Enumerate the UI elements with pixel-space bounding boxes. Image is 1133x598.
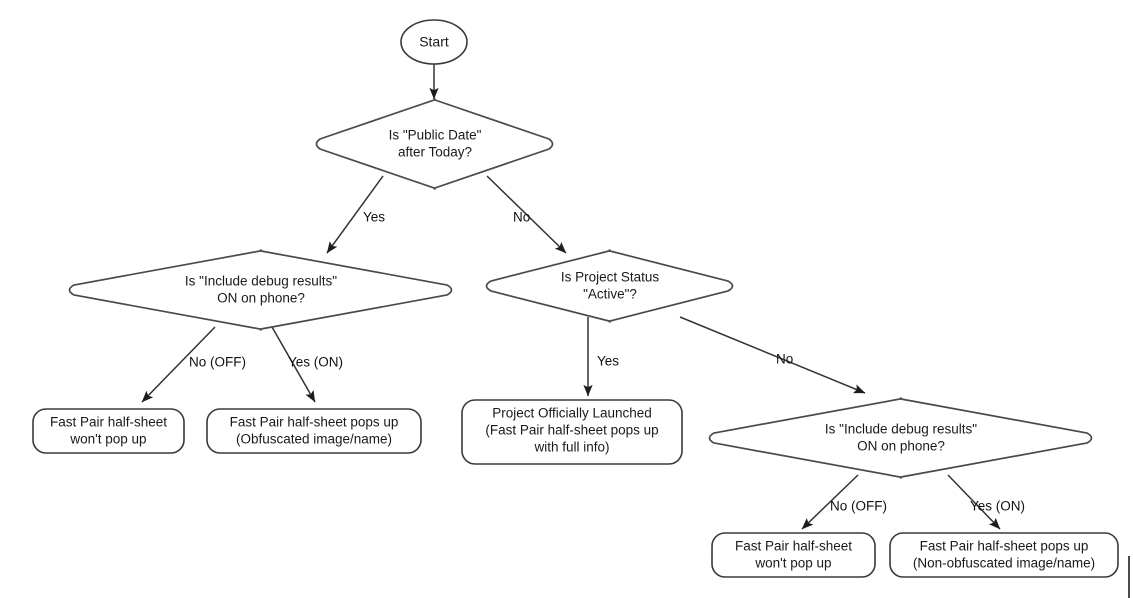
decision-include-debug-left[interactable]: Is "Include debug results" ON on phone?	[68, 249, 453, 331]
decision-project-status-shape	[485, 249, 734, 323]
result-right-non-obfuscated-line-1: Fast Pair half-sheet pops up	[920, 539, 1089, 554]
result-right-no-popup-shape	[711, 532, 876, 578]
result-right-non-obfuscated-shape	[889, 532, 1119, 578]
result-left-no-popup[interactable]: Fast Pair half-sheet won't pop up	[32, 408, 185, 454]
result-project-launched-line-3: with full info)	[533, 440, 609, 455]
decision-project-status-line-1: Is Project Status	[561, 270, 660, 285]
decision-public-date-line-1: Is "Public Date"	[389, 128, 482, 143]
edge-label-debug-left-off: No (OFF)	[189, 355, 246, 370]
decision-include-debug-right-shape	[708, 397, 1093, 479]
result-right-no-popup[interactable]: Fast Pair half-sheet won't pop up	[711, 532, 876, 578]
edges-layer	[141, 64, 1001, 530]
edge-debug-right-off	[801, 474, 859, 530]
decision-project-status-line-2: "Active"?	[583, 287, 637, 302]
edge-debug-right-on	[947, 474, 1001, 530]
decision-include-debug-right-line-1: Is "Include debug results"	[825, 422, 977, 437]
result-left-obfuscated-line-1: Fast Pair half-sheet pops up	[230, 415, 399, 430]
edge-project-status-no	[679, 316, 866, 394]
edge-debug-left-off	[141, 326, 216, 403]
result-right-non-obfuscated-line-2: (Non-obfuscated image/name)	[913, 556, 1095, 571]
decision-include-debug-left-line-1: Is "Include debug results"	[185, 274, 337, 289]
result-left-obfuscated[interactable]: Fast Pair half-sheet pops up (Obfuscated…	[206, 408, 422, 454]
edge-debug-left-on	[271, 326, 316, 403]
result-left-no-popup-shape	[32, 408, 185, 454]
result-right-no-popup-line-1: Fast Pair half-sheet	[735, 539, 852, 554]
edge-label-debug-right-off: No (OFF)	[830, 499, 887, 514]
decision-public-date-line-2: after Today?	[398, 145, 472, 160]
decision-public-date[interactable]: Is "Public Date" after Today?	[315, 98, 554, 190]
edge-label-project-status-no: No	[776, 352, 793, 367]
result-right-non-obfuscated[interactable]: Fast Pair half-sheet pops up (Non-obfusc…	[889, 532, 1119, 578]
edge-label-debug-right-on: Yes (ON)	[970, 499, 1025, 514]
result-left-no-popup-line-2: won't pop up	[69, 432, 146, 447]
start-node-label: Start	[419, 34, 449, 50]
decision-include-debug-left-shape	[68, 249, 453, 331]
result-project-launched-line-2: (Fast Pair half-sheet pops up	[485, 423, 658, 438]
decision-include-debug-right-line-2: ON on phone?	[857, 439, 945, 454]
result-project-launched[interactable]: Project Officially Launched (Fast Pair h…	[461, 399, 683, 465]
edge-label-project-status-yes: Yes	[597, 354, 619, 369]
result-project-launched-line-1: Project Officially Launched	[492, 406, 652, 421]
start-node[interactable]: Start	[400, 19, 468, 65]
decision-public-date-shape	[315, 98, 554, 190]
result-left-obfuscated-line-2: (Obfuscated image/name)	[236, 432, 392, 447]
edge-label-public-date-no: No	[513, 210, 530, 225]
decision-project-status[interactable]: Is Project Status "Active"?	[485, 249, 734, 323]
edge-label-public-date-yes: Yes	[363, 210, 385, 225]
result-project-launched-shape	[461, 399, 683, 465]
result-left-no-popup-line-1: Fast Pair half-sheet	[50, 415, 167, 430]
decision-include-debug-left-line-2: ON on phone?	[217, 291, 305, 306]
result-left-obfuscated-shape	[206, 408, 422, 454]
edge-public-date-yes	[326, 175, 384, 254]
edge-public-date-no	[486, 175, 567, 254]
page-edge-marker	[1128, 556, 1130, 598]
edge-label-debug-left-on: Yes (ON)	[288, 355, 343, 370]
result-right-no-popup-line-2: won't pop up	[754, 556, 831, 571]
decision-include-debug-right[interactable]: Is "Include debug results" ON on phone?	[708, 397, 1093, 479]
edge-labels-layer: Yes No No (OFF) Yes (ON) Yes No No (OFF)…	[189, 210, 1025, 514]
start-node-shape	[400, 19, 468, 65]
